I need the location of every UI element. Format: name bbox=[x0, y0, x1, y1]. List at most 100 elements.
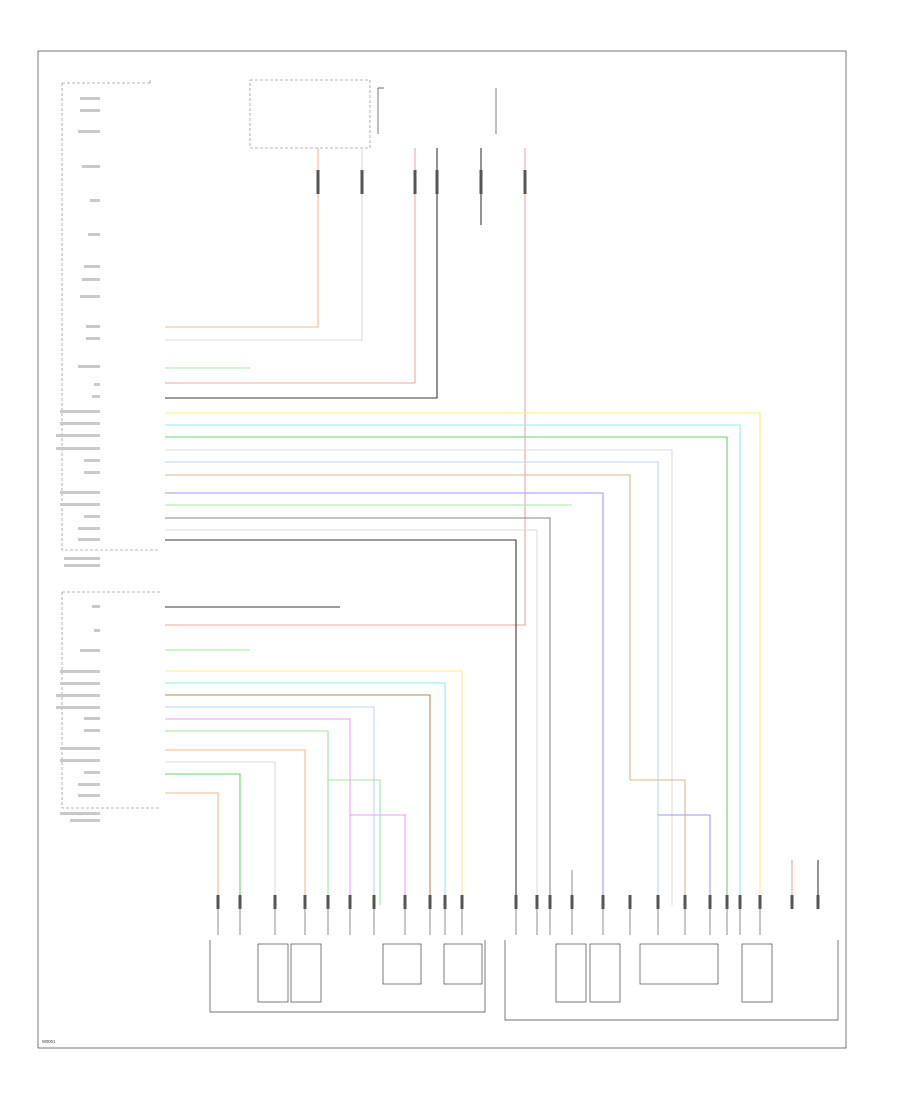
connector-pin bbox=[708, 895, 712, 909]
microtext-blur bbox=[80, 649, 100, 652]
microtext-blur bbox=[86, 325, 100, 328]
wire-red-1 bbox=[165, 148, 416, 384]
microtext-blur bbox=[78, 130, 100, 133]
wire-yellow bbox=[165, 412, 761, 905]
connector-pin bbox=[443, 895, 447, 909]
microtext-blur bbox=[64, 564, 100, 567]
microtext-blur bbox=[78, 794, 100, 797]
microtext-blur bbox=[56, 434, 100, 437]
connector-pin bbox=[523, 170, 527, 194]
connector-pin bbox=[360, 170, 364, 194]
wire-red-long bbox=[165, 148, 526, 626]
wire-orange-3 bbox=[165, 792, 219, 905]
microtext-blur bbox=[64, 557, 100, 560]
microtext-blur bbox=[60, 759, 100, 762]
wire-cyan-2 bbox=[165, 682, 446, 905]
microtext-blur bbox=[60, 812, 100, 815]
wire-pink bbox=[165, 718, 351, 905]
connector-pin bbox=[403, 895, 407, 909]
microtext-blur bbox=[84, 717, 100, 720]
drv-motor-a bbox=[555, 943, 587, 1003]
wire-tan-x bbox=[630, 779, 686, 905]
connector-pin bbox=[460, 895, 464, 909]
microtext-blur bbox=[70, 819, 100, 822]
microtext-blur bbox=[60, 491, 100, 494]
left-labels bbox=[56, 97, 100, 822]
wire-darkgreen bbox=[165, 436, 728, 905]
driver-module-box bbox=[61, 80, 160, 551]
microtext-blur bbox=[82, 278, 100, 281]
connector-pin bbox=[435, 170, 439, 194]
wire-green-4 bbox=[165, 730, 329, 905]
passenger-recliner-box bbox=[209, 940, 486, 1013]
connector-pin bbox=[535, 895, 539, 909]
wire-lightblue-2 bbox=[165, 706, 375, 905]
diagram-id: W0001 bbox=[42, 1039, 56, 1044]
microtext-blur bbox=[60, 747, 100, 750]
pass-sensor-b bbox=[443, 943, 483, 985]
microtext-blur bbox=[78, 365, 100, 368]
wire-lightblue bbox=[165, 461, 659, 905]
microtext-blur bbox=[78, 527, 100, 530]
connector-pin bbox=[303, 895, 307, 909]
connector-pin bbox=[548, 895, 552, 909]
wire-orange-2 bbox=[165, 749, 306, 905]
wire-yellow-2 bbox=[165, 670, 463, 905]
microtext-blur bbox=[60, 670, 100, 673]
microtext-blur bbox=[94, 383, 100, 386]
pass-motor-a bbox=[257, 943, 289, 1003]
drv-motor-c bbox=[741, 943, 773, 1003]
microtext-blur bbox=[80, 295, 100, 298]
connector-pin bbox=[326, 895, 330, 909]
microtext-blur bbox=[60, 503, 100, 506]
wire-pink-x bbox=[350, 814, 406, 905]
connector-pin bbox=[758, 895, 762, 909]
connector-pin bbox=[683, 895, 687, 909]
wire-orange-top bbox=[165, 148, 319, 328]
microtext-blur bbox=[84, 729, 100, 732]
microtext-blur bbox=[78, 538, 100, 541]
diagram-frame bbox=[37, 50, 847, 1049]
microtext-blur bbox=[56, 694, 100, 697]
wire-tan bbox=[165, 474, 631, 780]
wire-group bbox=[165, 148, 819, 935]
passenger-module-box bbox=[61, 591, 160, 809]
wire-gray-1 bbox=[165, 517, 551, 905]
fuse-bracket-left bbox=[377, 87, 384, 134]
microtext-blur bbox=[80, 97, 100, 100]
drv-motor-b bbox=[589, 943, 621, 1003]
wire-green-x bbox=[328, 779, 381, 905]
microtext-blur bbox=[84, 471, 100, 474]
wire-white-top bbox=[165, 148, 363, 341]
connector-pin bbox=[601, 895, 605, 909]
microtext-blur bbox=[92, 395, 100, 398]
microtext-blur bbox=[92, 605, 100, 608]
drv-stubs bbox=[515, 870, 761, 935]
microtext-blur bbox=[84, 265, 100, 268]
connector-pin bbox=[428, 895, 432, 909]
microtext-blur bbox=[60, 410, 100, 413]
wire-black-1 bbox=[165, 148, 438, 399]
drv-sensor bbox=[639, 943, 719, 985]
wire-blue bbox=[165, 492, 604, 905]
microtext-blur bbox=[80, 109, 100, 112]
connector-ticks bbox=[216, 170, 820, 909]
connector-pin bbox=[479, 170, 483, 194]
microtext-blur bbox=[56, 706, 100, 709]
pass-motor-b bbox=[290, 943, 322, 1003]
microtext-blur bbox=[56, 447, 100, 450]
wire-cyan bbox=[165, 424, 741, 905]
microtext-blur bbox=[86, 337, 100, 340]
connector-pin bbox=[570, 895, 574, 909]
connector-pin bbox=[316, 170, 320, 194]
microtext-blur bbox=[82, 165, 100, 168]
connector-pin bbox=[238, 895, 242, 909]
microtext-blur bbox=[94, 629, 100, 632]
memory-switch-box bbox=[249, 79, 371, 149]
wire-brown bbox=[165, 694, 431, 905]
connector-pin bbox=[372, 895, 376, 909]
connector-pin bbox=[725, 895, 729, 909]
wire-white-3 bbox=[165, 529, 538, 905]
microtext-blur bbox=[88, 233, 100, 236]
